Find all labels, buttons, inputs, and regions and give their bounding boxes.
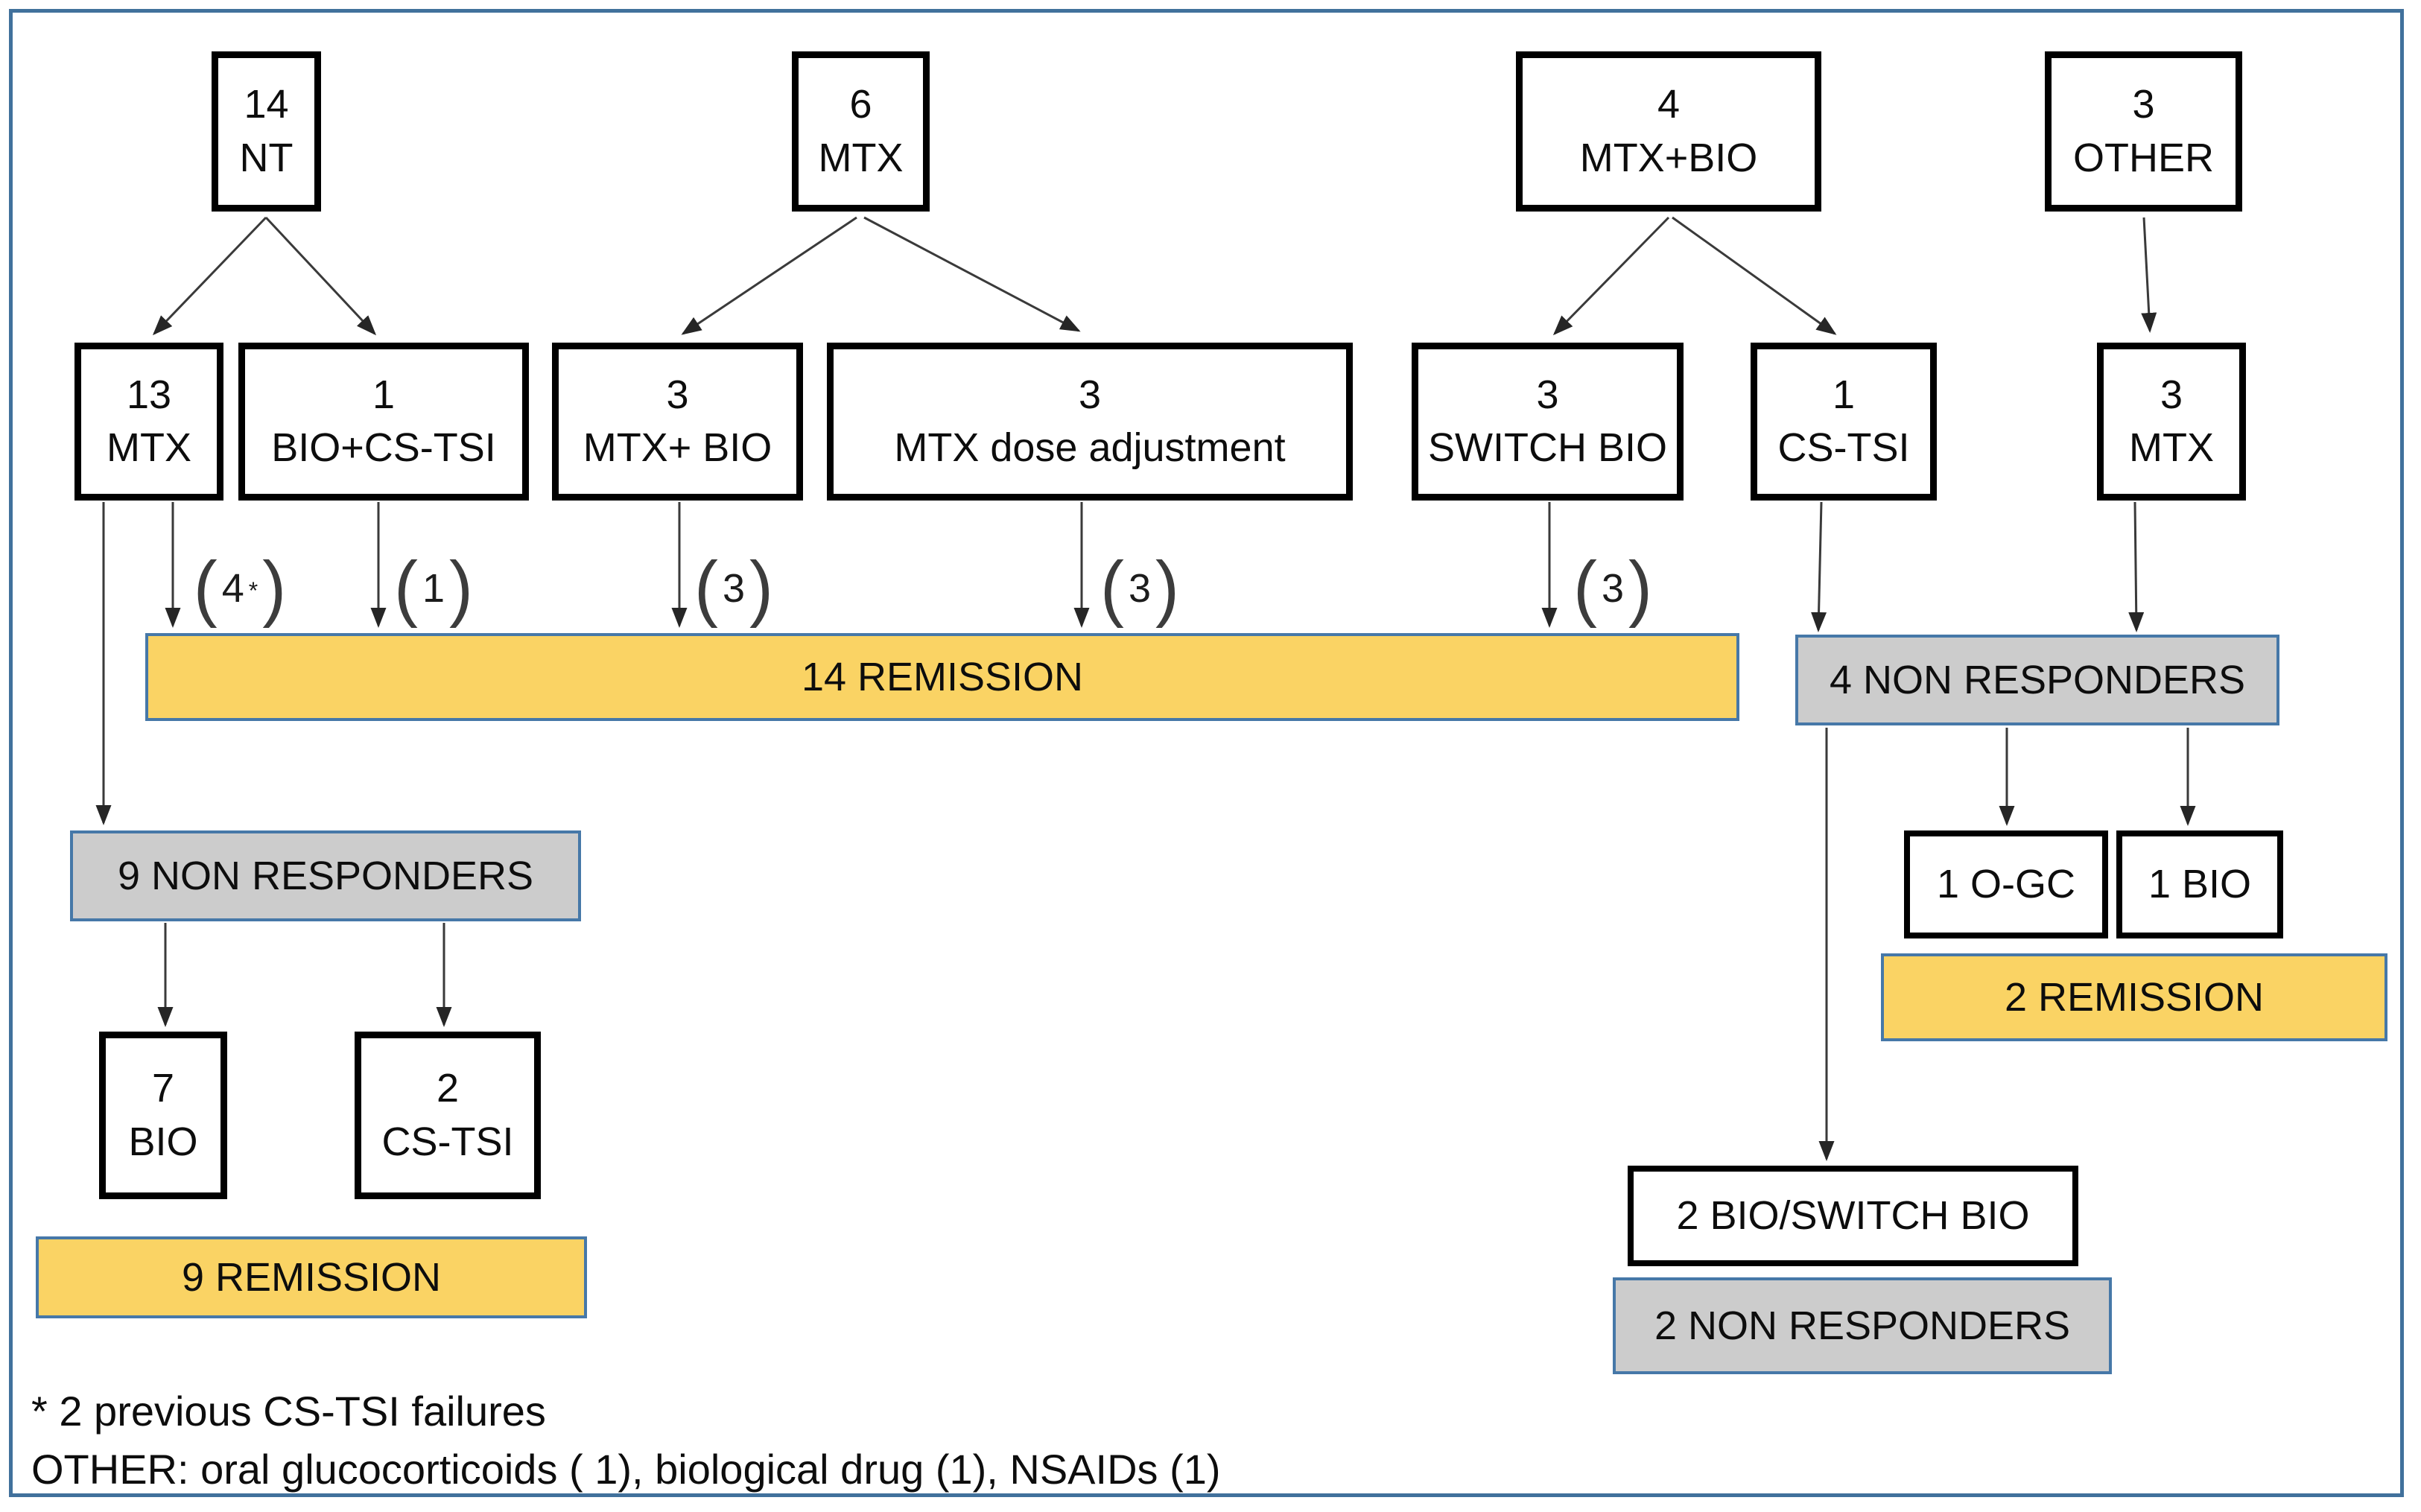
node-2-bio-switch-bio: 2 BIO/SWITCH BIO — [1628, 1166, 2078, 1266]
bracket-number: 4 — [221, 566, 244, 611]
arrow-nt-to-mtx13 — [152, 216, 267, 336]
node-3-mtx-dose-adjustment: 3 MTX dose adjustment — [827, 343, 1353, 501]
bracket-number: 1 — [422, 566, 445, 611]
node-label: BIO+CS-TSI — [271, 425, 496, 470]
node-label: MTX+BIO — [1579, 135, 1758, 180]
node-count: 14 — [244, 82, 289, 127]
node-count: 3 — [2160, 372, 2183, 417]
node-label: 2 BIO/SWITCH BIO — [1676, 1192, 2030, 1238]
footnote-asterisk: * 2 previous CS-TSI failures — [31, 1388, 546, 1435]
arrow-mtxbio4-to-cstsi — [1672, 216, 1837, 335]
node-1-cs-tsi: 1 CS-TSI — [1751, 343, 1937, 501]
close-paren: ) — [1155, 547, 1179, 629]
close-paren: ) — [1628, 547, 1652, 629]
close-paren: ) — [449, 547, 473, 629]
node-label: BIO — [128, 1119, 198, 1164]
bar-label: 9 REMISSION — [181, 1255, 442, 1300]
node-13-mtx: 13 MTX — [74, 343, 223, 501]
node-count: 6 — [849, 82, 872, 127]
bar-2-non-responders: 2 NON RESPONDERS — [1613, 1277, 2112, 1374]
arrow-mtxbio4-to-switchbio — [1552, 216, 1670, 336]
node-label: MTX+ BIO — [583, 425, 772, 470]
node-count: 3 — [1536, 372, 1559, 417]
node-1-bio: 1 BIO — [2116, 830, 2283, 938]
node-label: OTHER — [2073, 135, 2214, 180]
node-count: 3 — [1078, 372, 1102, 417]
node-count: 4 — [1657, 82, 1681, 127]
bracket-number: 3 — [1128, 566, 1152, 611]
node-2-cs-tsi: 2 CS-TSI — [355, 1032, 541, 1199]
bar-9-non-responders: 9 NON RESPONDERS — [70, 830, 581, 921]
bracket-asterisk: * — [248, 576, 258, 604]
arrow-mtx3-to-nonresp4 — [2128, 501, 2145, 632]
arrow-other-to-mtx3 — [2141, 217, 2157, 333]
bracket-number: 3 — [1601, 566, 1625, 611]
bar-9-remission: 9 REMISSION — [36, 1236, 587, 1318]
bar-label: 2 REMISSION — [2004, 975, 2265, 1020]
node-count: 3 — [2132, 82, 2155, 127]
node-count: 2 — [436, 1066, 460, 1111]
arrow-nt-to-biocstsi — [264, 216, 377, 336]
open-paren: ( — [394, 547, 418, 629]
node-label: CS-TSI — [1777, 425, 1910, 470]
node-label: MTX — [818, 135, 904, 180]
bar-14-remission: 14 REMISSION — [145, 633, 1739, 721]
outer-border — [9, 9, 2404, 1497]
bar-label: 4 NON RESPONDERS — [1829, 658, 2246, 702]
bracket-count-3a: (3) — [682, 547, 786, 629]
open-paren: ( — [694, 547, 718, 629]
node-label: SWITCH BIO — [1428, 425, 1667, 470]
bar-label: 9 NON RESPONDERS — [117, 854, 534, 898]
arrow-mtx6-to-dose — [863, 216, 1081, 332]
node-3-other: 3 OTHER — [2045, 51, 2242, 212]
bracket-number: 3 — [722, 566, 746, 611]
node-label: NT — [239, 135, 293, 180]
open-paren: ( — [1100, 547, 1124, 629]
bracket-count-1: (1) — [381, 547, 486, 629]
node-4-mtx-bio: 4 MTX+BIO — [1516, 51, 1821, 212]
arrow-mtx6-to-mtxbio — [681, 216, 857, 335]
node-6-mtx: 6 MTX — [792, 51, 930, 212]
open-paren: ( — [1573, 547, 1597, 629]
node-count: 13 — [126, 372, 172, 417]
bar-2-remission: 2 REMISSION — [1881, 953, 2387, 1041]
node-3-mtx-bio: 3 MTX+ BIO — [552, 343, 803, 501]
bar-4-non-responders: 4 NON RESPONDERS — [1795, 635, 2279, 725]
node-1-bio-cs-tsi: 1 BIO+CS-TSI — [238, 343, 529, 501]
node-3-switch-bio: 3 SWITCH BIO — [1412, 343, 1684, 501]
open-paren: ( — [193, 547, 218, 629]
node-count: 1 — [372, 372, 396, 417]
bar-label: 14 REMISSION — [801, 655, 1084, 699]
node-label: MTX — [107, 425, 191, 470]
footnote-other: OTHER: oral glucocorticoids ( 1), biolog… — [31, 1446, 1221, 1493]
node-count: 3 — [666, 372, 689, 417]
node-1-o-gc: 1 O-GC — [1904, 830, 2108, 938]
node-count: 7 — [151, 1066, 175, 1111]
bracket-count-4: (4*) — [180, 547, 299, 629]
bar-label: 2 NON RESPONDERS — [1654, 1303, 2071, 1348]
node-label: MTX dose adjustment — [894, 425, 1286, 470]
arrow-cstsi-to-nonresp4 — [1811, 501, 1827, 632]
node-label: CS-TSI — [381, 1119, 514, 1164]
node-label: 1 O-GC — [1936, 861, 2076, 906]
close-paren: ) — [262, 547, 287, 629]
node-3-mtx: 3 MTX — [2097, 343, 2246, 501]
close-paren: ) — [749, 547, 773, 629]
node-7-bio: 7 BIO — [99, 1032, 227, 1199]
node-count: 1 — [1832, 372, 1856, 417]
node-label: MTX — [2129, 425, 2214, 470]
bracket-count-3b: (3) — [1088, 547, 1192, 629]
bracket-count-3c: (3) — [1561, 547, 1665, 629]
node-14-nt: 14 NT — [212, 51, 321, 212]
node-label: 1 BIO — [2148, 861, 2252, 906]
